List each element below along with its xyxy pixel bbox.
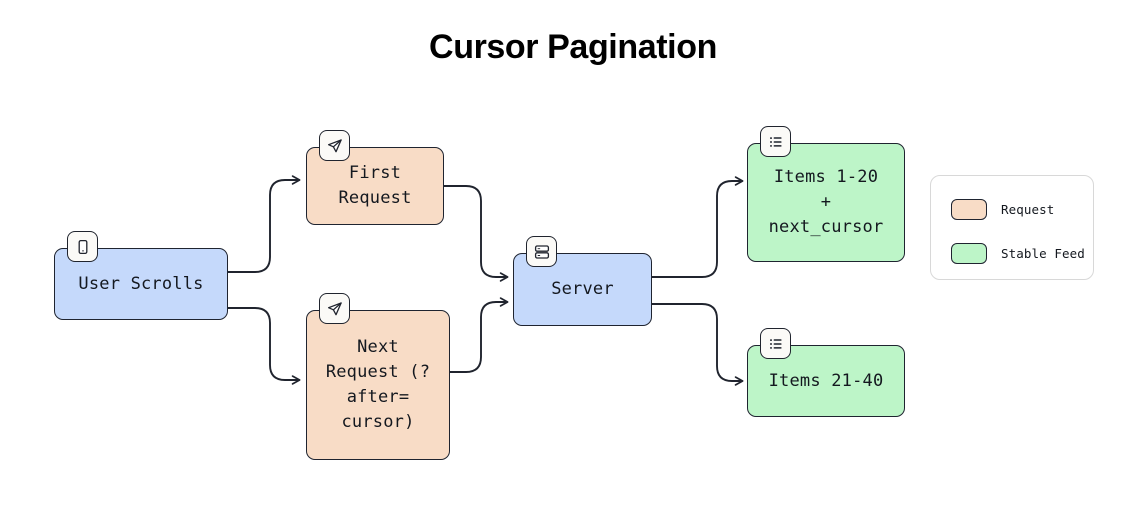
edge-user-scrolls-first-request: [227, 175, 301, 273]
legend-label-request: Request: [1001, 201, 1055, 217]
node-items-21-40[interactable]: Items 21-40: [747, 328, 905, 417]
mobile-phone-icon: [67, 231, 98, 262]
node-label: Items 1-20 + next_cursor: [768, 167, 884, 237]
edge-next-request-server: [449, 297, 509, 373]
node-label: User Scrolls: [78, 273, 204, 294]
edge-first-request-server: [443, 185, 509, 282]
node-label: Items 21-40: [768, 370, 884, 391]
node-items-1-20[interactable]: Items 1-20 + next_cursor: [747, 126, 905, 262]
edge-server-items-21-40: [651, 303, 744, 386]
legend-swatch-stable-feed: [951, 242, 987, 264]
node-server[interactable]: Server: [513, 236, 652, 326]
list-icon: [760, 328, 791, 359]
send-icon: [319, 130, 350, 161]
node-label: Next Request (? after= cursor): [325, 337, 431, 432]
node-label: Server: [551, 279, 614, 299]
send-icon: [319, 293, 350, 324]
node-user-scrolls[interactable]: User Scrolls: [54, 231, 228, 320]
page-title: Cursor Pagination: [429, 28, 717, 66]
legend-swatch-request: [951, 198, 987, 220]
list-icon: [760, 126, 791, 157]
node-label: First Request: [338, 163, 412, 208]
legend-item-request: Request: [951, 194, 1093, 224]
legend: Request Stable Feed: [930, 175, 1094, 280]
edge-server-items-1-20: [651, 176, 744, 278]
legend-label-stable-feed: Stable Feed: [1001, 245, 1085, 261]
node-next-request[interactable]: Next Request (? after= cursor): [306, 293, 450, 460]
node-first-request[interactable]: First Request: [306, 130, 444, 225]
edge-user-scrolls-next-request: [227, 307, 301, 385]
server-icon: [526, 236, 557, 267]
legend-item-stable-feed: Stable Feed: [951, 238, 1093, 268]
